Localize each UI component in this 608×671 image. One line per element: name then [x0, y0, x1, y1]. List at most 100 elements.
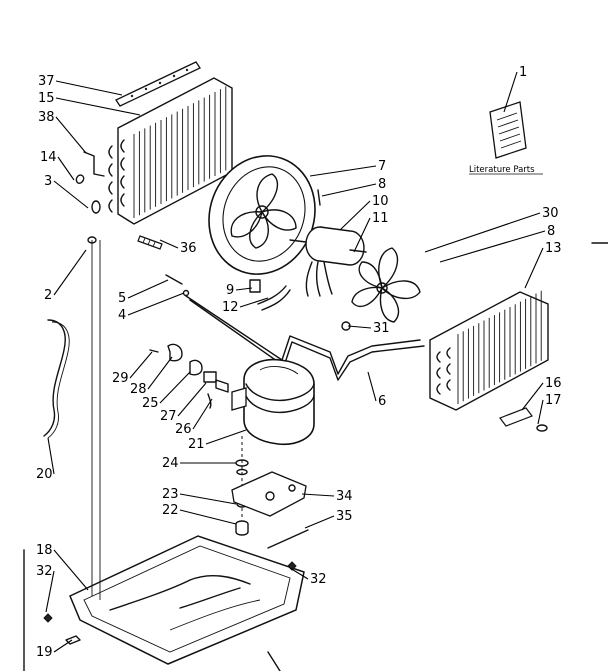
mounting-hardware	[235, 436, 249, 536]
leader-line-7	[309, 165, 377, 177]
leader-line-13	[524, 247, 544, 289]
terminal-cover-parts	[149, 343, 229, 409]
leader-line-6	[367, 371, 377, 402]
callout-number-27: 27	[160, 409, 177, 424]
drain-fitting	[499, 407, 548, 432]
callout-number-1: 1	[519, 65, 527, 80]
condenser-coil	[429, 290, 549, 411]
leader-line-30	[424, 212, 541, 253]
capacitor	[249, 279, 261, 293]
callout-number-6: 6	[378, 394, 386, 409]
leader-line-3	[53, 180, 89, 209]
literature-parts-label: Literature Parts	[469, 165, 535, 175]
washer	[182, 289, 190, 297]
callout-number-23: 23	[162, 487, 179, 502]
callout-number-37: 37	[38, 74, 55, 89]
callout-number-24: 24	[162, 456, 179, 471]
condenser-fan-blade	[351, 247, 421, 323]
grommet	[91, 200, 101, 214]
leader-line-2	[53, 249, 87, 296]
callout-number-14: 14	[40, 150, 57, 165]
compressor	[231, 358, 315, 446]
callout-number-30: 30	[542, 206, 559, 221]
leader-line-26	[192, 398, 213, 430]
leader-line-15	[55, 97, 141, 116]
leader-line-22	[179, 509, 237, 525]
leader-line-28	[147, 356, 173, 390]
callout-number-31: 31	[373, 321, 390, 336]
callout-number-34: 34	[336, 489, 353, 504]
leader-line-25	[159, 371, 191, 404]
leader-line-1	[503, 71, 518, 113]
leader-line-4	[127, 292, 185, 316]
coil-clip	[137, 235, 163, 250]
callout-number-5: 5	[118, 291, 126, 306]
leader-line-14	[57, 156, 75, 181]
leader-line-16	[521, 382, 544, 411]
leader-line-27	[177, 382, 207, 417]
coil-mounting-bracket	[115, 61, 201, 107]
leader-line-19	[53, 639, 73, 653]
callout-number-22: 22	[162, 503, 179, 518]
wiring-harness	[43, 319, 70, 439]
sensing-bulb-clip	[75, 174, 85, 185]
callout-number-28: 28	[130, 382, 147, 397]
support-rod	[267, 529, 309, 549]
callout-number-19: 19	[36, 645, 53, 660]
callout-number-20: 20	[36, 467, 53, 482]
leader-line-21	[205, 429, 247, 445]
leader-line-20	[47, 437, 55, 475]
callout-number-26: 26	[175, 422, 192, 437]
callout-number-16: 16	[545, 376, 562, 391]
callout-number-32: 32	[36, 564, 53, 579]
callout-number-32: 32	[310, 572, 327, 587]
leader-line-8	[321, 183, 377, 197]
base-screw-left	[43, 613, 53, 623]
leader-line-10	[339, 200, 371, 231]
callout-number-18: 18	[36, 543, 53, 558]
shroud-screw	[317, 189, 321, 206]
callout-number-36: 36	[180, 241, 197, 256]
leader-line-18	[53, 549, 89, 591]
leader-line-32	[289, 567, 309, 580]
leader-line-8	[439, 230, 546, 263]
leader-line-12	[239, 297, 269, 308]
callout-number-15: 15	[38, 91, 55, 106]
callout-number-17: 17	[545, 393, 562, 408]
leader-line-35	[304, 515, 335, 529]
callout-number-9: 9	[226, 283, 234, 298]
leader-line-38	[55, 116, 87, 154]
leader-line-29	[129, 351, 153, 379]
callout-number-4: 4	[118, 308, 126, 323]
callout-number-8: 8	[547, 224, 555, 239]
literature-booklet: Literature Parts	[469, 101, 543, 175]
fan-shroud	[208, 155, 316, 275]
callout-number-38: 38	[38, 110, 55, 125]
leader-line-31	[347, 325, 372, 329]
leader-line-9	[235, 287, 253, 291]
motor-wire-leads	[257, 285, 291, 311]
callout-number-10: 10	[372, 194, 389, 209]
leader-line-17	[537, 399, 544, 425]
leader-line-5	[127, 279, 169, 299]
base-pan	[69, 535, 305, 665]
evaporator-coil	[83, 77, 233, 225]
callout-number-8: 8	[378, 177, 386, 192]
callout-number-25: 25	[142, 396, 159, 411]
leader-line-32	[45, 570, 55, 613]
leader-line-23	[179, 493, 237, 505]
callout-number-13: 13	[545, 241, 562, 256]
fan-motor	[289, 226, 367, 297]
compressor-mount-plate	[231, 471, 307, 517]
leader-line-11	[353, 217, 371, 253]
callout-number-21: 21	[188, 437, 205, 452]
callout-number-7: 7	[378, 159, 386, 174]
leader-line-37	[55, 80, 123, 96]
callout-number-29: 29	[112, 371, 129, 386]
screw	[165, 274, 183, 285]
callout-number-11: 11	[372, 211, 389, 226]
leader-line-34	[301, 493, 335, 497]
